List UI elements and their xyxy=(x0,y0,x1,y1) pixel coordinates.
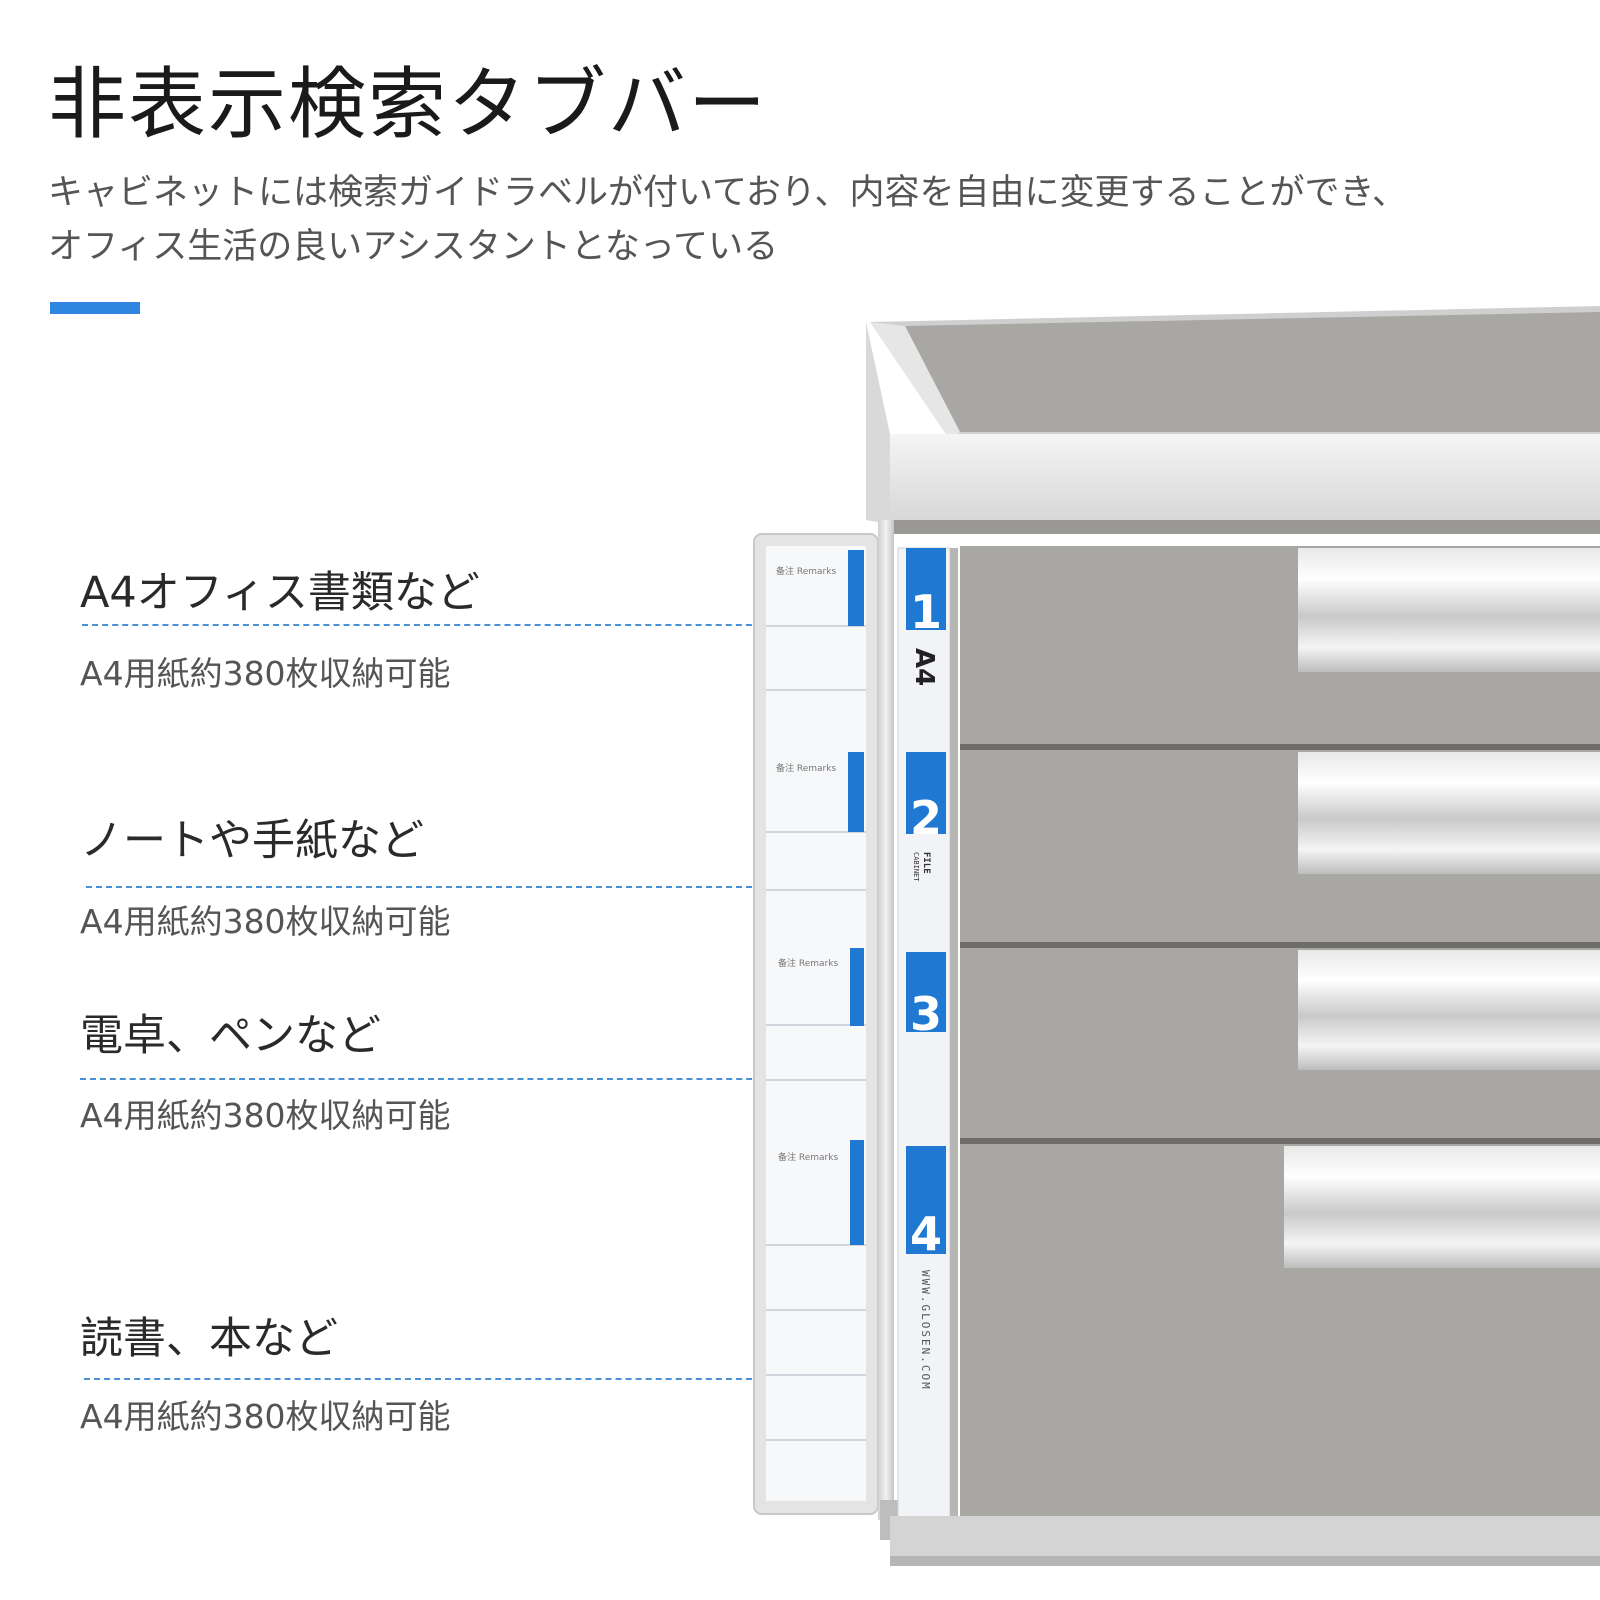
category-2: ノートや手紙など A4用紙約380枚収納可能 xyxy=(80,816,451,939)
remarks-label-4: 备注 Remarks xyxy=(778,1151,838,1163)
remarks-label-3: 备注 Remarks xyxy=(778,957,838,969)
cabinet-base xyxy=(890,1516,1600,1560)
strip-file-text: FILE xyxy=(921,852,931,874)
search-tab-bar: 备注 Remarks 备注 Remarks 备注 Remarks 备注 Rema… xyxy=(753,533,879,1515)
drawer-number-strip: 1 2 3 4 A4 FILE CABINET WWW.GLOSEN.COM xyxy=(897,547,958,1539)
leader-line-4 xyxy=(84,1378,772,1380)
drawer-1 xyxy=(960,546,1600,750)
drawer-number-3: 3 xyxy=(910,987,942,1041)
category-subtitle: A4用紙約380枚収納可能 xyxy=(80,1096,451,1135)
description-line-1: キャビネットには検索ガイドラベルが付いており、内容を自由に変更することができ、 xyxy=(48,173,1408,213)
leader-line-2 xyxy=(86,886,772,888)
strip-cabinet-text: CABINET xyxy=(912,852,920,882)
drawer-number-2: 2 xyxy=(910,791,942,845)
category-subtitle: A4用紙約380枚収納可能 xyxy=(80,1397,451,1436)
leader-line-3 xyxy=(80,1078,772,1080)
drawer-handle-2 xyxy=(1298,752,1600,874)
category-subtitle: A4用紙約380枚収納可能 xyxy=(80,654,451,693)
category-1: A4オフィス書類など A4用紙約380枚収納可能 xyxy=(80,568,480,691)
category-title: ノートや手紙など xyxy=(80,816,424,866)
drawer-4 xyxy=(960,1144,1600,1516)
category-title: 読書、本など xyxy=(80,1314,338,1364)
remarks-label-1: 备注 Remarks xyxy=(776,565,836,577)
description: キャビネットには検索ガイドラベルが付いており、内容を自由に変更することができ、 … xyxy=(48,166,1568,274)
cabinet-top xyxy=(866,306,1600,534)
frame-post xyxy=(878,520,894,1520)
category-title: 電卓、ペンなど xyxy=(80,1011,381,1061)
leader-line-1 xyxy=(82,624,772,626)
page-title: 非表示検索タブバー xyxy=(48,60,769,150)
strip-a4-text: A4 xyxy=(909,648,939,686)
remarks-label-2: 备注 Remarks xyxy=(776,762,836,774)
description-line-2: オフィス生活の良いアシスタントとなっている xyxy=(48,227,779,267)
drawer-handle-3 xyxy=(1298,950,1600,1070)
drawer-2 xyxy=(960,750,1600,948)
drawer-number-1: 1 xyxy=(910,585,942,639)
drawer-handle-1 xyxy=(1298,548,1600,672)
category-4: 読書、本など A4用紙約380枚収納可能 xyxy=(80,1314,451,1434)
category-3: 電卓、ペンなど A4用紙約380枚収納可能 xyxy=(80,1011,451,1133)
drawer-3 xyxy=(960,948,1600,1144)
category-subtitle: A4用紙約380枚収納可能 xyxy=(80,902,451,941)
accent-bar xyxy=(50,302,140,314)
drawer-handle-4 xyxy=(1284,1146,1600,1268)
category-title: A4オフィス書類など xyxy=(80,568,480,618)
drawer-number-4: 4 xyxy=(910,1207,942,1261)
strip-url-text: WWW.GLOSEN.COM xyxy=(919,1270,932,1391)
